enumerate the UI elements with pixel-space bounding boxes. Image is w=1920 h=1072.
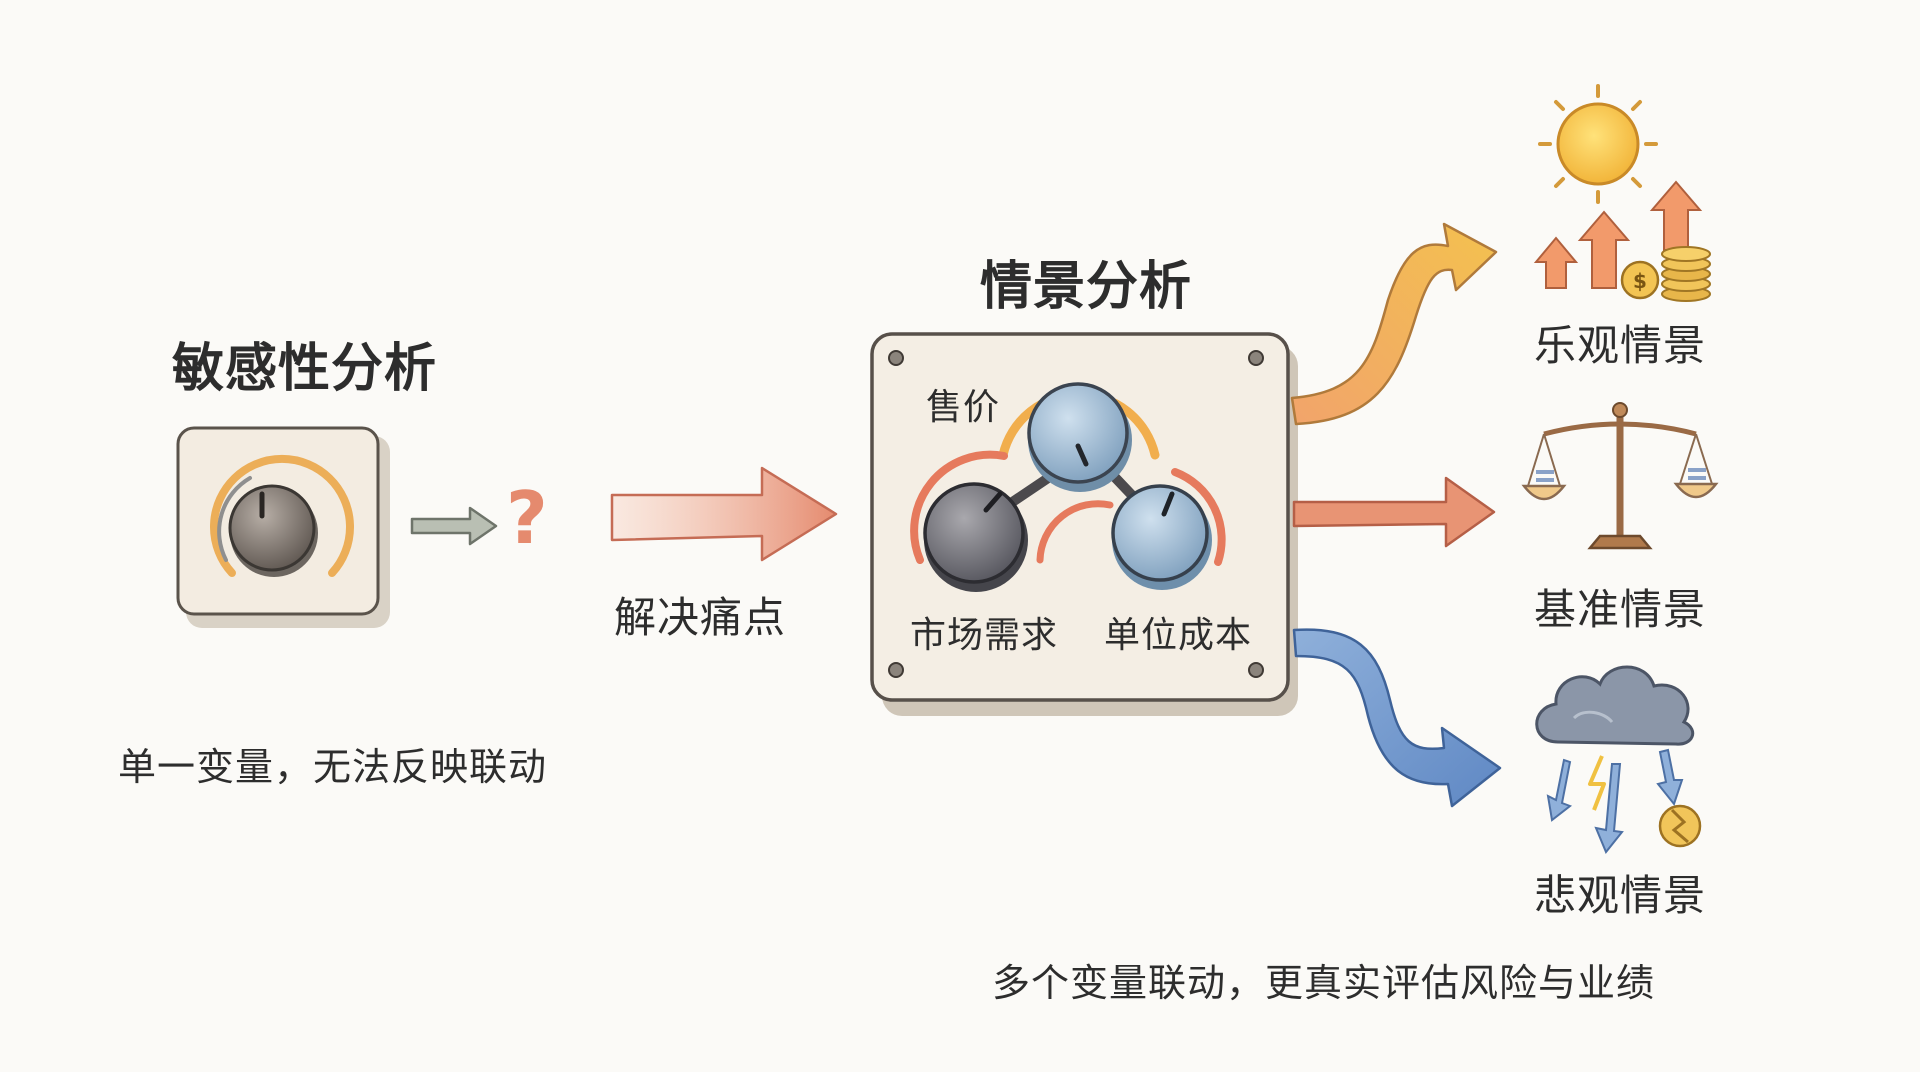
storm-cloud-icon [1535,665,1702,854]
scenario-caption: 多个变量联动，更真实评估风险与业绩 [992,961,1656,1005]
balance-scale-icon [1521,402,1719,550]
pessimistic-scenario-label: 悲观情景 [1534,871,1707,920]
coins-icon: $ [1620,246,1711,302]
growth-arrows-icon [1533,180,1703,289]
optimistic-arrow-icon [1290,222,1498,426]
question-mark: ? [506,476,549,560]
sensitivity-caption: 单一变量，无法反映联动 [118,745,548,789]
single-knob-icon [228,484,316,572]
small-arrow-icon [410,506,498,546]
knob-range-arc [210,454,354,577]
svg-text:$: $ [1633,269,1647,293]
scenario-analysis-title: 情景分析 [980,257,1193,317]
broken-coin-icon [1658,804,1702,848]
falling-arrows-icon [1546,748,1684,854]
optimistic-scenario-label: 乐观情景 [1534,321,1707,370]
price-knob-icon [1027,382,1129,484]
demand-knob-label: 市场需求 [910,615,1059,656]
cost-knob-label: 单位成本 [1104,615,1253,656]
cost-knob-icon [1111,484,1209,582]
screw-icon [888,350,1264,678]
baseline-scenario-label: 基准情景 [1534,585,1707,634]
price-knob-label: 售价 [926,387,1001,428]
baseline-arrow-icon [1292,476,1496,548]
sun-icon [1538,84,1658,204]
transition-label: 解决痛点 [614,593,787,642]
sensitivity-analysis-title: 敏感性分析 [172,339,438,399]
control-panel [870,332,1298,716]
single-knob-box [176,426,390,628]
pessimistic-arrow-icon [1292,628,1502,808]
demand-knob-icon [923,482,1025,584]
transition-arrow-icon [610,466,838,562]
